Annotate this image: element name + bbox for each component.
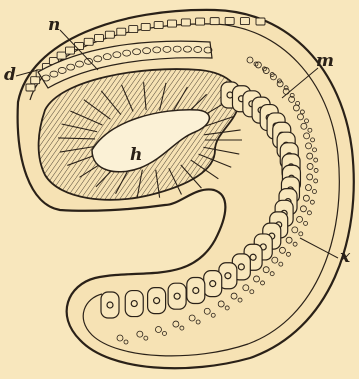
columnar-nucleus xyxy=(131,301,137,307)
ectoderm-cell xyxy=(65,47,74,54)
columnar-nucleus xyxy=(107,302,113,308)
ectoderm-cell xyxy=(141,23,150,30)
columnar-nucleus xyxy=(193,288,199,294)
label-n: n xyxy=(48,15,60,35)
ectoderm-cell xyxy=(84,38,93,45)
label-h: h xyxy=(130,145,142,165)
ectoderm-cell xyxy=(57,52,66,59)
ectoderm-cell xyxy=(117,28,126,35)
columnar-nucleus xyxy=(154,298,160,304)
ectoderm-cell xyxy=(26,84,35,91)
columnar-nucleus xyxy=(238,264,244,270)
ectoderm-cell xyxy=(94,35,103,42)
ectoderm-cell xyxy=(154,22,163,29)
label-x: x xyxy=(339,247,351,267)
label-d: d xyxy=(4,65,16,85)
columnar-nucleus xyxy=(250,254,256,260)
ectoderm-cell xyxy=(240,18,249,25)
ectoderm-cell xyxy=(196,18,205,25)
ectoderm-cell xyxy=(181,19,190,26)
label-m: m xyxy=(316,51,334,71)
ectoderm-cell xyxy=(256,18,265,25)
ectoderm-cell xyxy=(210,18,219,25)
columnar-nucleus xyxy=(225,273,231,279)
columnar-nucleus xyxy=(174,293,180,299)
columnar-nucleus xyxy=(210,281,216,287)
ectoderm-cell xyxy=(105,31,114,38)
ectoderm-cell xyxy=(225,17,234,24)
ectoderm-cell xyxy=(168,20,177,27)
ectoderm-cell xyxy=(129,26,138,33)
ectoderm-cell xyxy=(31,77,40,84)
ectoderm-cell xyxy=(75,42,84,49)
